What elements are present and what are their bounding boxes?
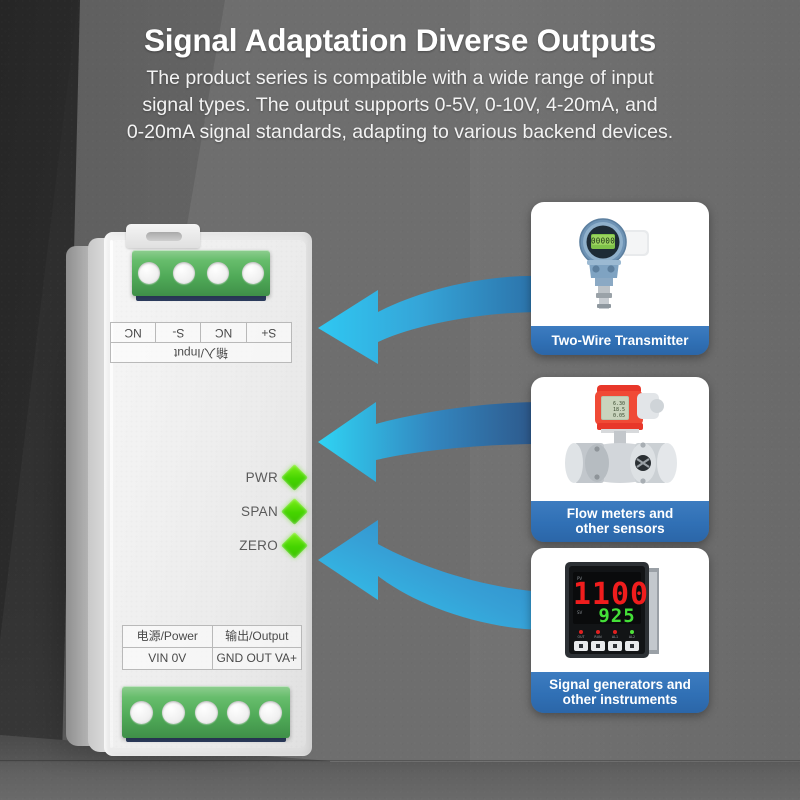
terminal-screw-hole [194,700,218,724]
card-image-controller: 1100 925 PV SV OUT RUN AL1 AL2 [531,548,709,672]
page-title: Signal Adaptation Diverse Outputs [143,22,657,58]
svg-text:PV: PV [577,576,582,581]
subtitle-line-2: signal types. The output supports 0-5V, … [142,94,658,117]
input-terminal-screws [138,258,264,288]
led-row-pwr: PWR [218,460,308,494]
card-label-controller-line1: Signal generators and [549,677,691,692]
input-terminal-nc: NC [124,326,142,340]
input-caption: 输入/Input [173,346,229,360]
plate-terminal-row: VIN 0V GND OUT VA+ [123,648,301,669]
svg-text:00000: 00000 [591,237,615,246]
terminal-screw-hole [138,262,160,284]
subtitle-line-3: 0-20mA signal standards, adapting to var… [126,121,674,144]
card-signal-generators[interactable]: 1100 925 PV SV OUT RUN AL1 AL2 [531,548,709,714]
svg-text:925: 925 [598,605,635,627]
card-flow-meters[interactable]: 6.30 18.5 0.05 [531,377,709,543]
plate-header-row: 电源/Power 输出/Output [123,626,301,648]
arrow-to-instruments [316,512,546,638]
device-edge-highlight [110,240,113,748]
output-terminals: GND OUT VA+ [216,651,298,665]
led-label-span: SPAN [241,503,278,519]
din-rail-slot [146,232,182,241]
svg-text:0.05: 0.05 [613,413,625,419]
top-terminal-pcb [136,292,266,301]
arrow-to-flowmeter [316,398,546,490]
card-image-flowmeter: 6.30 18.5 0.05 [531,377,709,501]
arrow-to-transmitter [316,268,546,388]
terminal-screw-hole [259,700,282,724]
subtitle-line-1: The product series is compatible with a … [146,67,654,90]
header: Signal Adaptation Diverse Outputs The pr… [0,22,800,146]
card-label-controller-line2: other instruments [562,692,678,708]
card-label-flowmeter-line1: Flow meters and [566,506,674,521]
svg-text:RUN: RUN [594,635,602,639]
led-row-zero: ZERO [218,528,308,562]
svg-text:OUT: OUT [577,635,585,639]
terminal-screw-hole [162,700,186,724]
terminal-screw-hole [172,262,195,284]
input-caption-row: 输入/Input [111,342,291,362]
svg-text:SV: SV [577,610,583,615]
terminal-screw-hole [241,262,264,284]
power-terminals: VIN 0V [123,648,213,669]
svg-text:6.30: 6.30 [613,401,625,407]
power-header: 电源/Power [123,626,213,647]
card-label-transmitter: Two-Wire Transmitter [531,326,709,356]
background-floor-line [0,760,800,761]
svg-text:AL1: AL1 [612,635,618,639]
terminal-screw-hole [226,700,250,724]
terminal-screw-hole [130,700,153,724]
led-label-zero: ZERO [239,537,278,553]
card-label-flowmeter-line2: other sensors [575,521,665,537]
svg-text:18.5: 18.5 [613,407,625,413]
input-terminal-nc: NC [200,323,246,342]
card-label-flowmeter: Flow meters and other sensors [531,501,709,543]
card-two-wire-transmitter[interactable]: 00000 Two-Wire Transmitter [531,202,709,356]
led-label-pwr: PWR [245,469,278,485]
input-terminal-s: S+ [245,323,291,342]
svg-text:AL2: AL2 [629,635,635,639]
power-output-label-plate: 电源/Power 输出/Output VIN 0V GND OUT VA+ [122,625,302,670]
card-image-transmitter: 00000 [531,202,709,326]
led-indicator-group: PWR SPAN ZERO [218,460,308,562]
page-subtitle: The product series is compatible with a … [0,65,800,146]
led-zero-icon [281,531,308,559]
power-output-terminal-screws [130,695,282,729]
output-header: 输出/Output [225,629,289,643]
led-row-span: SPAN [218,494,308,528]
input-terminal-s: S- [155,323,201,342]
led-span-icon [281,497,308,525]
card-label-controller: Signal generators and other instruments [531,672,709,714]
led-pwr-icon [281,463,308,491]
terminal-screw-hole [207,262,230,284]
svg-text:1100: 1100 [573,577,649,612]
background-floor [0,762,800,800]
